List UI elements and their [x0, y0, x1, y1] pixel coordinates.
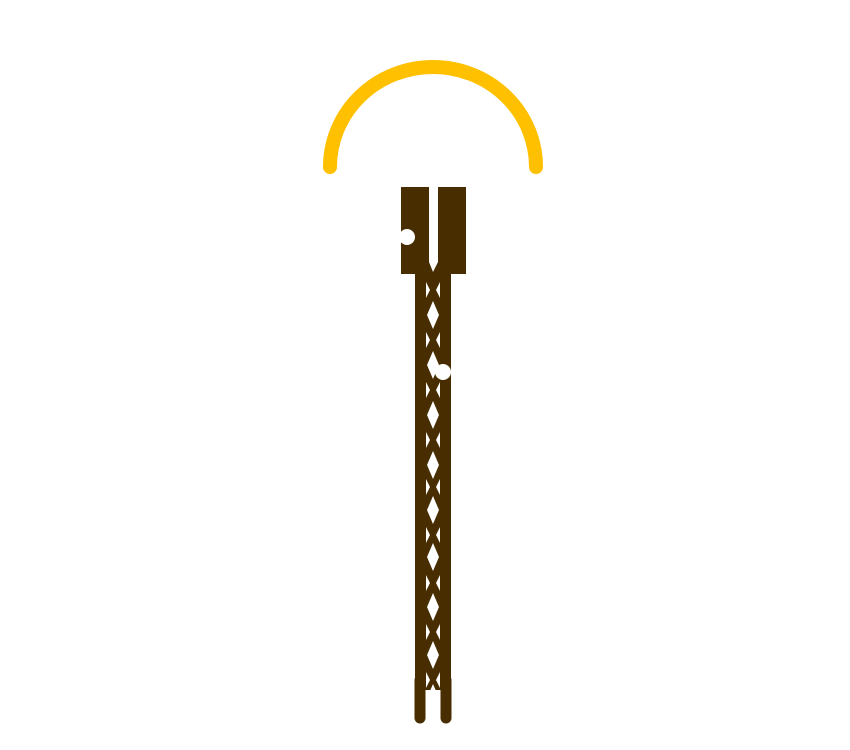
lattice-notch	[426, 382, 430, 398]
lattice-diamond	[427, 496, 439, 524]
lattice-notch	[436, 479, 440, 495]
lattice-notch	[426, 479, 430, 495]
lattice-notch	[436, 332, 440, 348]
post-icon	[399, 187, 466, 725]
lattice-diamond	[427, 301, 439, 329]
lattice-notch	[436, 575, 440, 591]
lattice-diamond	[427, 593, 439, 621]
lattice-diamond	[427, 401, 439, 429]
lattice-notch	[426, 672, 430, 688]
lattice-notch	[426, 575, 430, 591]
lattice-notch	[436, 624, 440, 640]
post-shaft	[415, 270, 451, 690]
lattice-notch	[426, 282, 430, 298]
leg-gap	[426, 684, 440, 725]
lattice-notch	[436, 282, 440, 298]
lattice-diamond	[427, 451, 439, 479]
rivet-upper	[399, 229, 415, 245]
lattice-diamond	[427, 543, 439, 571]
lattice-notch	[426, 624, 430, 640]
arc-icon	[323, 60, 543, 174]
lattice-notch	[436, 432, 440, 448]
lattice-notch	[436, 527, 440, 543]
post-slit	[429, 187, 438, 272]
lattice-notch	[436, 382, 440, 398]
rivet-lower	[435, 364, 451, 380]
lattice-notch	[426, 527, 430, 543]
lattice-diamond	[427, 641, 439, 669]
lattice-notch	[426, 332, 430, 348]
lattice-notch	[426, 432, 430, 448]
lattice-notch	[436, 672, 440, 688]
